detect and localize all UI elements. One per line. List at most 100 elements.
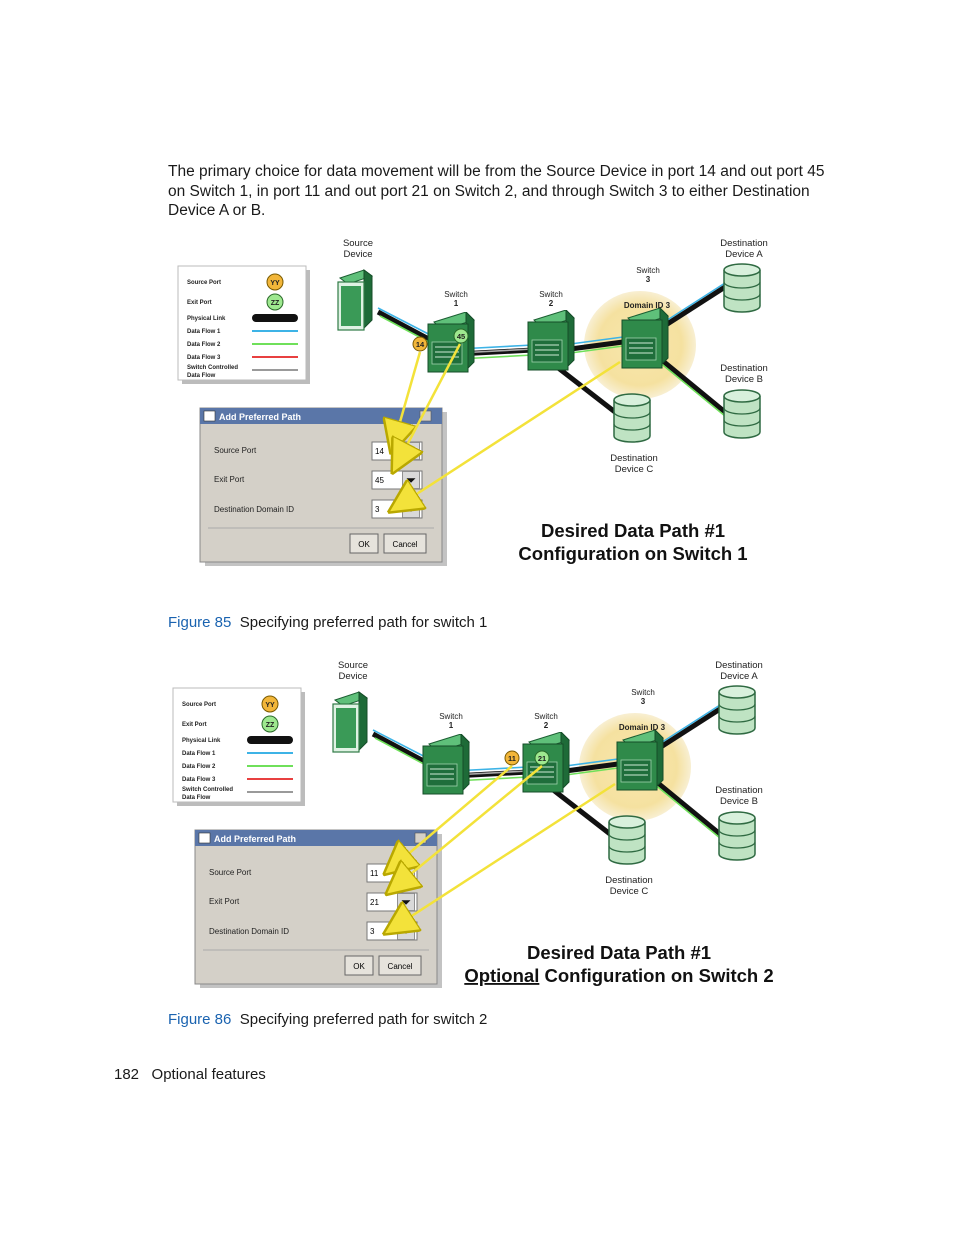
svg-text:Device C: Device C bbox=[615, 464, 654, 475]
page-footer: 182 Optional features bbox=[114, 1066, 266, 1083]
figure-86-number[interactable]: Figure 86 bbox=[168, 1011, 232, 1028]
figure-85-diagram: Source Device Switch 1 Switch 2 Switch 3… bbox=[177, 238, 768, 566]
svg-text:Device: Device bbox=[343, 249, 372, 260]
ok-button[interactable]: OK bbox=[349, 533, 379, 554]
figure-85-caption-text: Specifying preferred path for switch 1 bbox=[239, 614, 488, 631]
figure-85-caption: Figure 85 Specifying preferred path for … bbox=[168, 614, 487, 631]
svg-text:11: 11 bbox=[370, 869, 379, 878]
svg-text:Data Flow 1: Data Flow 1 bbox=[182, 751, 216, 757]
footer-section: Optional features bbox=[151, 1066, 266, 1083]
legend-zz-icon bbox=[261, 715, 279, 733]
svg-text:Switch Controlled: Switch Controlled bbox=[182, 787, 233, 793]
svg-text:Data Flow 3: Data Flow 3 bbox=[187, 355, 221, 361]
dialog-title: Add Preferred Path bbox=[219, 412, 301, 422]
source-port-badge bbox=[504, 750, 520, 766]
exit-port-select[interactable]: 45 bbox=[371, 470, 423, 490]
svg-text:Data Flow: Data Flow bbox=[182, 795, 211, 801]
source-device-icon bbox=[332, 691, 368, 753]
svg-text:Source Port: Source Port bbox=[209, 868, 252, 877]
figure-86-caption-text: Specifying preferred path for switch 2 bbox=[239, 1011, 488, 1028]
svg-text:Device: Device bbox=[338, 671, 367, 682]
svg-text:Exit Port: Exit Port bbox=[187, 300, 212, 306]
destination-c-label: Destination bbox=[610, 453, 658, 464]
svg-text:Cancel: Cancel bbox=[388, 962, 413, 971]
callout-arrows bbox=[387, 765, 616, 932]
svg-text:45: 45 bbox=[457, 332, 465, 341]
svg-text:3: 3 bbox=[641, 697, 646, 706]
switch1-label: Switch bbox=[439, 712, 463, 721]
svg-text:21: 21 bbox=[538, 754, 546, 763]
figure85-title-line1: Desired Data Path #1 bbox=[541, 520, 725, 541]
svg-text:3: 3 bbox=[375, 505, 380, 514]
svg-text:Destination Domain ID: Destination Domain ID bbox=[209, 927, 289, 936]
intro-paragraph: The primary choice for data movement wil… bbox=[168, 163, 825, 219]
destination-b-label: Destination bbox=[720, 363, 768, 374]
page-number: 182 bbox=[114, 1066, 140, 1083]
source-device-label: Source bbox=[343, 238, 373, 249]
destination-c-icon bbox=[613, 393, 651, 443]
dialog-window-icon bbox=[203, 410, 216, 422]
legend-zz-icon bbox=[266, 293, 284, 311]
svg-text:3: 3 bbox=[646, 275, 651, 284]
legend-box: Source Port Exit Port Physical Link Data… bbox=[177, 265, 310, 384]
destination-c-icon bbox=[608, 815, 646, 865]
svg-text:Data Flow 2: Data Flow 2 bbox=[182, 764, 216, 770]
figure86-title-line2: Optional Configuration on Switch 2 bbox=[464, 965, 773, 986]
switch2-icon bbox=[527, 310, 575, 371]
svg-text:11: 11 bbox=[508, 754, 516, 763]
legend-yy-icon bbox=[261, 695, 279, 713]
svg-text:Physical Link: Physical Link bbox=[187, 316, 226, 322]
cancel-button[interactable]: Cancel bbox=[383, 533, 427, 554]
svg-text:Exit Port: Exit Port bbox=[209, 897, 240, 906]
ok-button[interactable]: OK bbox=[344, 955, 374, 976]
svg-text:3: 3 bbox=[370, 927, 375, 936]
svg-text:Exit Port: Exit Port bbox=[214, 475, 245, 484]
destination-domain-select[interactable]: 3 bbox=[371, 499, 423, 519]
domain-id-label: Domain ID 3 bbox=[624, 301, 671, 310]
exit-port-badge bbox=[453, 328, 469, 344]
add-preferred-path-dialog: Add Preferred Path Source Port Exit Port… bbox=[194, 829, 442, 988]
figure-85-number[interactable]: Figure 85 bbox=[168, 614, 232, 631]
svg-text:2: 2 bbox=[544, 721, 549, 730]
svg-text:21: 21 bbox=[370, 898, 379, 907]
svg-text:1: 1 bbox=[449, 721, 454, 730]
svg-text:YY: YY bbox=[265, 702, 275, 709]
svg-text:Physical Link: Physical Link bbox=[182, 738, 221, 744]
dialog-window-icon bbox=[198, 832, 211, 844]
destination-b-label: Destination bbox=[715, 785, 763, 796]
chevron-down-icon bbox=[397, 893, 415, 911]
dialog-title: Add Preferred Path bbox=[214, 834, 296, 844]
svg-text:Switch Controlled: Switch Controlled bbox=[187, 365, 238, 371]
svg-text:Device A: Device A bbox=[725, 249, 763, 260]
svg-text:YY: YY bbox=[270, 280, 280, 287]
svg-text:Destination Domain ID: Destination Domain ID bbox=[214, 505, 294, 514]
svg-text:ZZ: ZZ bbox=[271, 300, 280, 307]
svg-text:Data Flow: Data Flow bbox=[187, 373, 216, 379]
svg-text:Data Flow 3: Data Flow 3 bbox=[182, 777, 216, 783]
destination-domain-select[interactable]: 3 bbox=[366, 921, 418, 941]
destination-a-icon bbox=[718, 685, 756, 735]
svg-text:Device A: Device A bbox=[720, 671, 758, 682]
switch1-icon bbox=[422, 734, 470, 795]
callout-arrows bbox=[392, 343, 621, 510]
cancel-button[interactable]: Cancel bbox=[378, 955, 422, 976]
destination-b-icon bbox=[723, 389, 761, 439]
source-port-select[interactable]: 14 bbox=[371, 441, 423, 461]
chevron-down-icon bbox=[402, 471, 420, 489]
source-device-icon bbox=[337, 269, 373, 331]
switch1-label: Switch bbox=[444, 290, 468, 299]
svg-text:2: 2 bbox=[549, 299, 554, 308]
destination-a-label: Destination bbox=[715, 660, 763, 671]
switch2-label: Switch bbox=[534, 712, 558, 721]
exit-port-select[interactable]: 21 bbox=[366, 892, 418, 912]
figure85-title-line2: Configuration on Switch 1 bbox=[518, 543, 747, 564]
legend-yy-icon bbox=[266, 273, 284, 291]
add-preferred-path-dialog: Add Preferred Path Source Port Exit Port… bbox=[199, 407, 447, 566]
destination-c-label: Destination bbox=[605, 875, 653, 886]
destination-a-label: Destination bbox=[720, 238, 768, 249]
destination-b-icon bbox=[718, 811, 756, 861]
svg-text:1: 1 bbox=[454, 299, 459, 308]
destination-a-icon bbox=[723, 263, 761, 313]
svg-text:Source Port: Source Port bbox=[214, 446, 257, 455]
domain-id-label: Domain ID 3 bbox=[619, 723, 666, 732]
